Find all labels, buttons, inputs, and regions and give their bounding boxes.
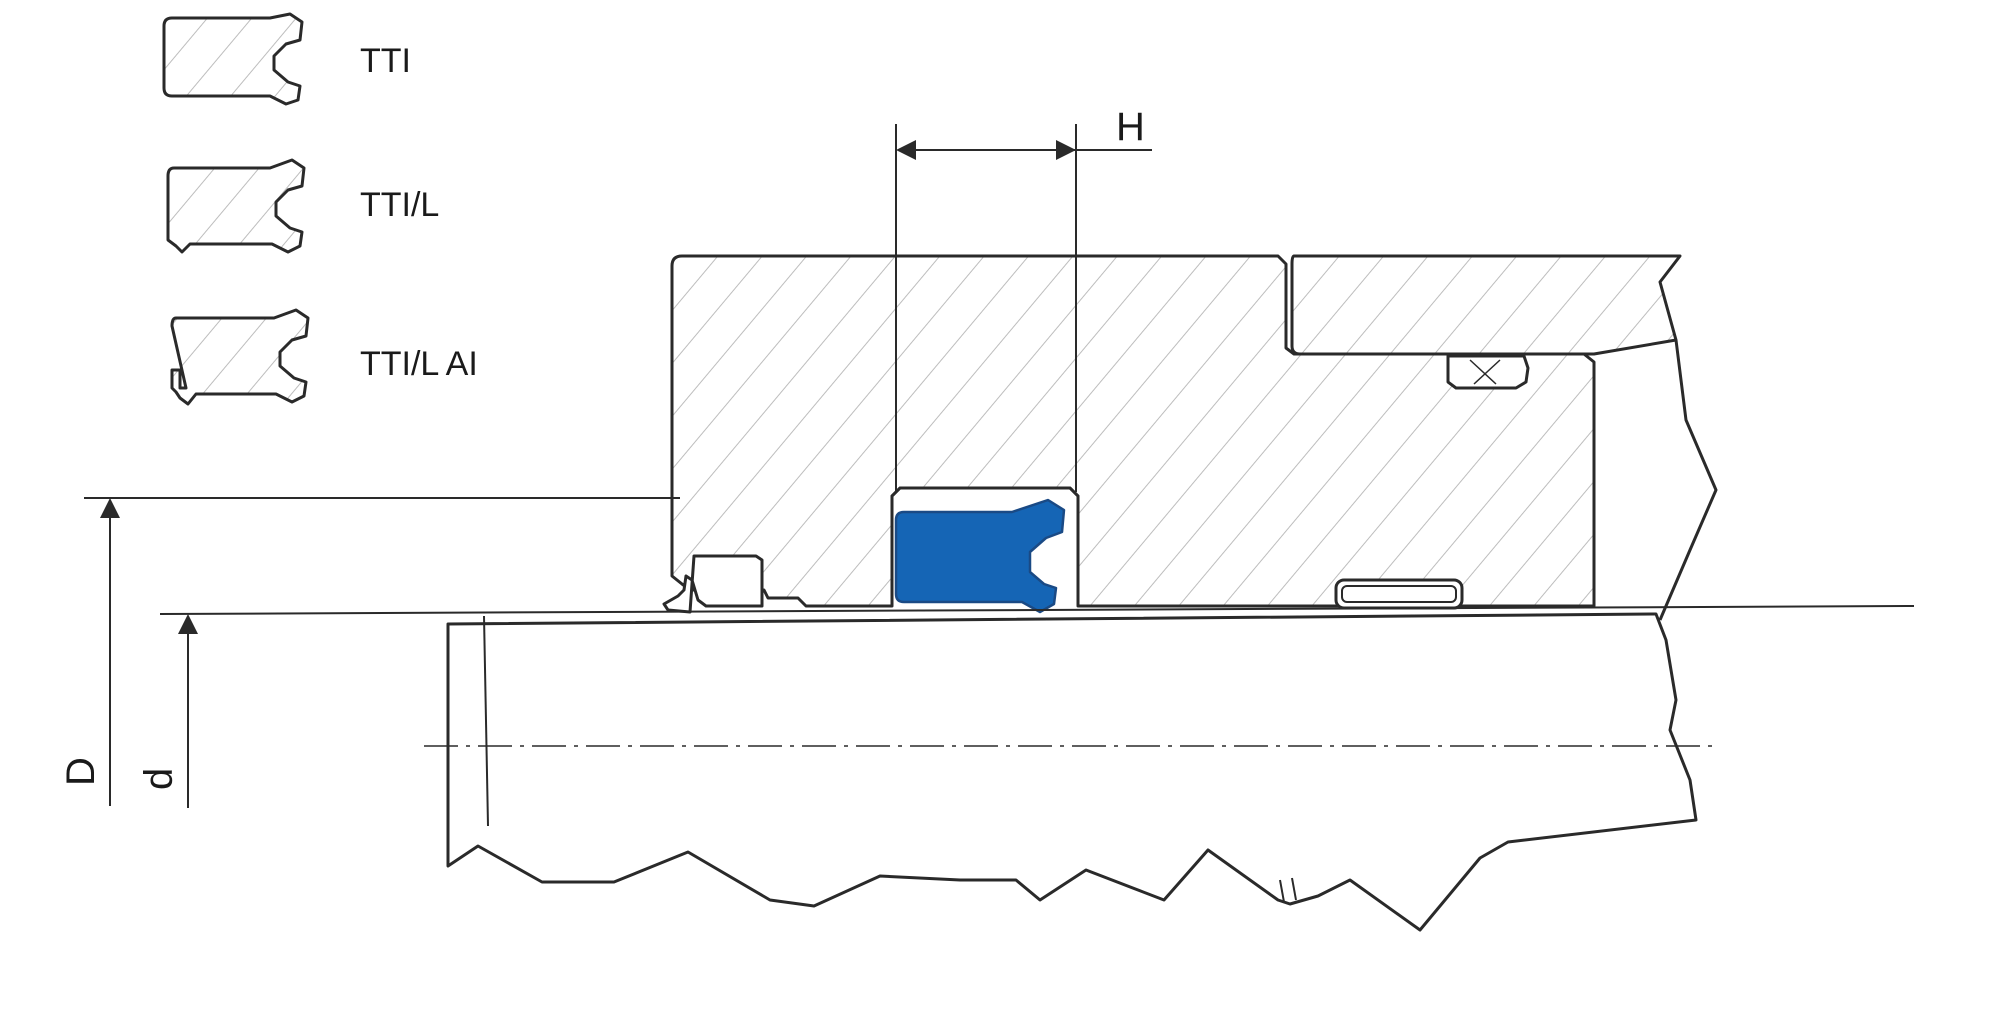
legend-item-tti: TTI [162,12,411,106]
wiper-element [662,554,764,614]
groove-outline [890,486,1080,606]
rod-chamfer-line [483,615,489,827]
rod-guide-ring-inner [1341,585,1457,603]
rod-diameter-label: d [137,768,181,790]
dimension-lines: H D d [59,105,1915,808]
rod-seal-profile [894,498,1066,614]
tti-l-profile-icon [166,158,306,254]
tti-profile-icon [162,12,304,106]
bore-diameter-label: D [59,757,103,786]
legend-item-tti-l: TTI/L [166,158,439,254]
rod-notch-b [1291,877,1297,901]
legend-label-tti-l-ai: TTI/L AI [360,345,478,383]
legend-label-tti-l: TTI/L [360,186,439,224]
height-label: H [1116,105,1145,149]
housing [670,254,1682,608]
housing-break-line [1658,339,1718,621]
legend-label-tti: TTI [360,42,411,80]
seal-groove [890,486,1080,606]
housing-upper-step [1290,254,1682,356]
rod-notch-a [1279,879,1285,903]
secondary-rings [662,354,1530,614]
tti-l-ai-profile-icon [170,308,310,406]
legend: TTI TTI/L TTI/L AI [162,12,478,406]
rod-reference-line [159,605,1915,615]
rod-body [446,612,1698,932]
rod-guide-ring [1334,578,1464,610]
seal [894,498,1066,614]
rod [424,612,1712,932]
legend-item-tti-l-ai: TTI/L AI [170,308,478,406]
